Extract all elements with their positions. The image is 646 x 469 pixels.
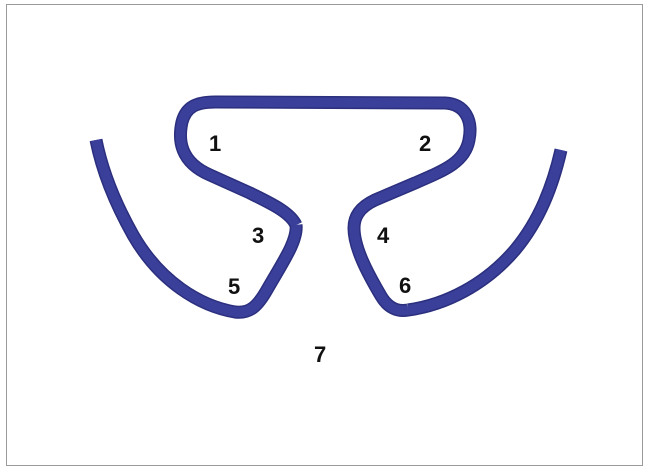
region-label-7: 7 <box>314 342 326 367</box>
region-label-2: 2 <box>419 131 431 156</box>
region-label-4: 4 <box>377 223 390 248</box>
region-label-5: 5 <box>228 274 240 299</box>
region-label-6: 6 <box>399 273 411 298</box>
region-label-1: 1 <box>209 131 221 156</box>
region-label-3: 3 <box>252 223 264 248</box>
